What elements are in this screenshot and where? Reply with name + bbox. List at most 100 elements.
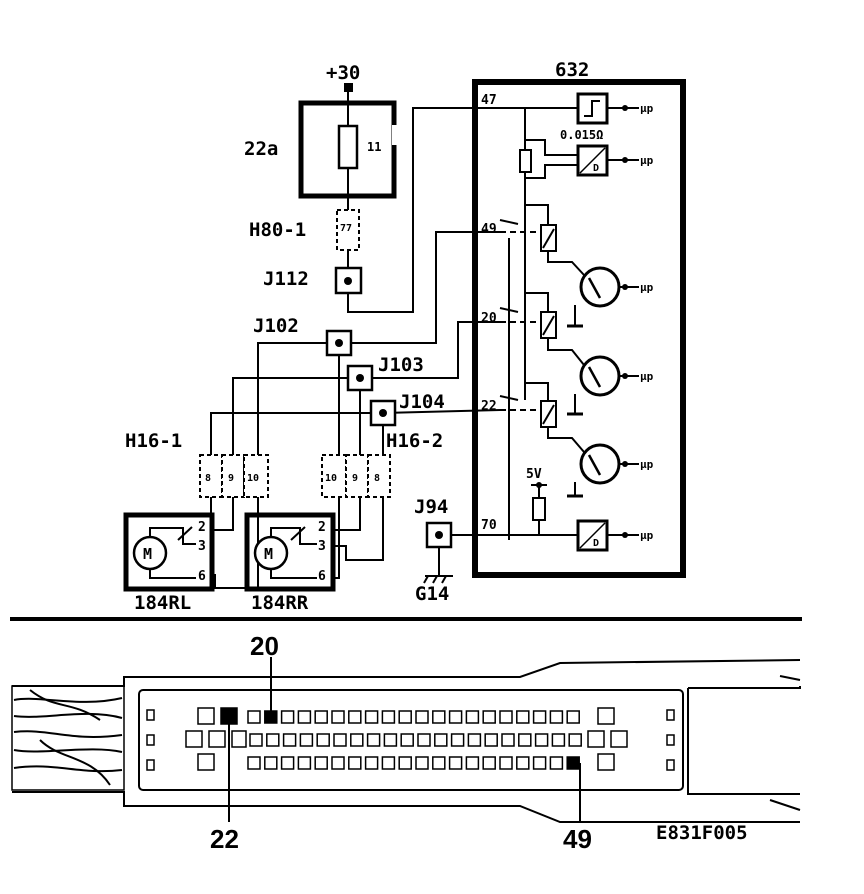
h80-pins: 77	[340, 223, 352, 234]
housing-right-edge	[769, 675, 801, 811]
ch1-transistor	[579, 266, 621, 308]
h16-2-connector	[321, 454, 391, 498]
mu-p-5: μp	[640, 458, 654, 471]
supply-terminal	[344, 83, 353, 92]
large-cavities	[185, 707, 628, 771]
large-cavity	[185, 730, 203, 748]
schmitt-symbol	[584, 100, 600, 117]
j112-label: J112	[263, 268, 309, 290]
pin-cavity	[400, 733, 414, 747]
j104-label: J104	[399, 391, 445, 413]
ch3-supply	[525, 382, 549, 401]
h16-1-pin-b-num: 9	[228, 473, 234, 484]
wire-h16-2-rr-3	[331, 497, 384, 561]
ecu-label: 632	[555, 59, 589, 81]
j102-dot	[335, 339, 343, 347]
pin-cavity	[448, 756, 463, 770]
pin-cavity	[501, 733, 515, 747]
connector-side-slots	[146, 709, 675, 771]
shunt-value: 0.015Ω	[560, 128, 603, 142]
motor-rr-wiring	[270, 527, 317, 545]
ch1-coil-slash	[542, 228, 555, 249]
motor-rl-switch	[177, 526, 193, 541]
mu-p-6: μp	[640, 529, 654, 542]
motor-rl-pin3: 3	[198, 539, 206, 554]
large-cavity	[587, 730, 605, 748]
wire-j112-pin47	[347, 107, 520, 313]
motor-rr-pin6: 6	[318, 569, 326, 584]
ground-hatch-3	[441, 575, 447, 584]
ch2-supply	[525, 292, 549, 312]
h16-2-pin-c-num: 8	[374, 473, 380, 484]
side-slot	[666, 759, 675, 771]
ch2-transistor-base	[587, 366, 602, 388]
adc-current-d: D	[593, 163, 599, 174]
ch1-supply	[525, 204, 549, 225]
pin-cavity	[331, 710, 345, 724]
pin-cavity	[331, 756, 345, 770]
ground-hatch-1	[423, 575, 429, 584]
large-cavity	[208, 730, 226, 748]
wire-h16-1-rl-2	[210, 497, 234, 531]
pin-cavity	[266, 733, 280, 747]
mu-p-1: μp	[640, 102, 654, 115]
side-slot	[146, 734, 155, 746]
ch2-coil-slash	[542, 315, 555, 336]
pin-cavity	[568, 733, 582, 747]
ch1-transistor-base	[587, 277, 602, 299]
pin-cavity	[415, 710, 429, 724]
wire-h16-2-rr-2	[331, 497, 361, 531]
h16-2-label: H16-2	[386, 430, 443, 452]
pin-cavity	[264, 756, 278, 770]
housing-bottom-outline	[12, 791, 800, 823]
connector-body	[138, 689, 684, 791]
h16-1-pin-a-num: 8	[205, 473, 211, 484]
j103-label: J103	[378, 354, 424, 376]
side-slot	[146, 709, 155, 721]
j104-dot	[379, 409, 387, 417]
ch3-transistor-base	[587, 454, 602, 476]
pin-cavity	[247, 710, 261, 724]
side-slot	[666, 709, 675, 721]
shunt-tap-top	[525, 139, 578, 156]
h16-2-pin-b-num: 9	[352, 473, 358, 484]
motor-rl-m: M	[143, 545, 152, 563]
pin-cavity	[249, 733, 263, 747]
motor-rl-box	[123, 512, 215, 592]
motor-rr-pin2: 2	[318, 520, 326, 535]
supply-label: +30	[326, 62, 360, 84]
pin-cavity	[364, 756, 379, 770]
ch3-out-dot	[622, 461, 628, 467]
ch3-switch	[499, 395, 519, 401]
pin-cavity	[499, 756, 513, 770]
pin-cavity	[398, 710, 412, 724]
pin-cavity	[448, 710, 463, 724]
pin49-label: 49	[481, 222, 497, 237]
wire-j102-h16-1	[257, 342, 327, 455]
h16-1-label: H16-1	[125, 430, 182, 452]
large-cavity	[597, 707, 615, 725]
ch2-out-dot	[622, 373, 628, 379]
pin-cavity	[348, 756, 362, 770]
h16-2-pin-a-num: 10	[325, 473, 337, 484]
wire-j103-pin20	[360, 321, 500, 379]
pin-cavity	[516, 756, 530, 770]
harness-grain-5	[13, 765, 123, 773]
pin-cavity	[551, 733, 566, 747]
pin-cavity	[532, 756, 547, 770]
pin-cavity	[314, 756, 328, 770]
ground-hatch-2	[432, 575, 438, 584]
ref-pullup-resistor	[532, 497, 546, 521]
harness-texture	[11, 685, 125, 791]
pin-cavity	[398, 756, 412, 770]
motor-rr-pin3: 3	[318, 539, 326, 554]
adc-current-slash	[579, 147, 606, 174]
pin-cavity	[280, 756, 295, 770]
shunt-resistor	[519, 149, 532, 173]
h16-2-pin-c	[367, 454, 391, 498]
shunt-tap-bottom	[525, 164, 578, 179]
housing-right-inner	[687, 688, 800, 795]
pin-cavity	[280, 710, 295, 724]
pin-cavity	[247, 756, 261, 770]
